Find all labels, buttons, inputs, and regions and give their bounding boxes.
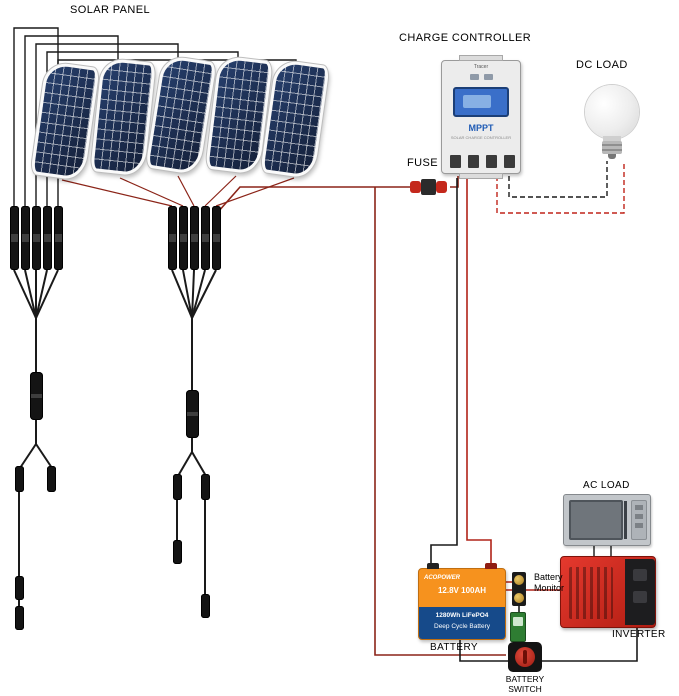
mc4-connector bbox=[47, 466, 56, 492]
mc4-connector bbox=[179, 206, 188, 270]
battery-monitor-display bbox=[510, 612, 526, 642]
switch-knob bbox=[515, 647, 535, 667]
microwave-handle bbox=[624, 501, 627, 539]
battery-chem-text: 1280Wh LiFePO4 bbox=[435, 612, 489, 619]
inverter-outlet bbox=[633, 569, 647, 581]
fuse bbox=[410, 178, 454, 196]
mc4-connector bbox=[15, 466, 24, 492]
battery-monitor-shunt bbox=[512, 572, 526, 606]
inverter-vents bbox=[569, 567, 613, 619]
inverter-label: INVERTER bbox=[612, 629, 666, 640]
bulb-contact-tip bbox=[608, 154, 616, 159]
battery-type-text: Deep Cycle Battery bbox=[434, 623, 490, 630]
panel-output-wires bbox=[61, 175, 295, 207]
battery: ACOPOWER 12.8V 100AH 1280Wh LiFePO4 Deep… bbox=[418, 563, 506, 640]
dc-load-bulb bbox=[585, 85, 639, 163]
battery-spec-text: 12.8V 100AH bbox=[437, 586, 487, 595]
battery-switch bbox=[508, 642, 542, 672]
inverter-outlet bbox=[633, 591, 647, 603]
battery-blue-band: 1280Wh LiFePO4 Deep Cycle Battery bbox=[419, 607, 505, 639]
microwave-button bbox=[635, 505, 643, 510]
dc-load-wires bbox=[496, 161, 625, 214]
dc-load-label: DC LOAD bbox=[576, 59, 628, 71]
solar-panel-label: SOLAR PANEL bbox=[70, 4, 151, 16]
mc4-connector bbox=[15, 576, 24, 600]
battery-switch-label-line2: SWITCH bbox=[508, 684, 542, 694]
mc4-connector bbox=[10, 206, 19, 270]
fuse-cap-right bbox=[436, 181, 447, 193]
mc4-connector bbox=[32, 206, 41, 270]
battery-label: BATTERY bbox=[430, 642, 478, 653]
controller-mount-tab-bottom bbox=[459, 173, 503, 179]
battery-monitor-label-line2: Monitor bbox=[534, 583, 565, 593]
y-branch-output-connector bbox=[30, 372, 43, 420]
controller-mppt-text: MPPT bbox=[468, 123, 494, 133]
mc4-connector bbox=[15, 606, 24, 630]
shunt-terminal bbox=[514, 593, 524, 603]
fuse-label: FUSE bbox=[407, 157, 438, 169]
switch-knob-slot bbox=[523, 650, 527, 664]
controller-terminal bbox=[486, 155, 497, 168]
fuse-body bbox=[421, 179, 436, 195]
shunt-terminal bbox=[514, 575, 524, 585]
inverter-ac-wires bbox=[593, 546, 612, 556]
controller-terminal bbox=[450, 155, 461, 168]
mc4-connector bbox=[212, 206, 221, 270]
controller-mount-tab-top bbox=[459, 55, 503, 61]
mc4-connector bbox=[190, 206, 199, 270]
mc4-connector bbox=[201, 594, 210, 618]
ac-load-microwave bbox=[563, 494, 651, 546]
mc4-connector bbox=[173, 540, 182, 564]
charge-controller-label: CHARGE CONTROLLER bbox=[399, 32, 532, 44]
mc4-connector bbox=[201, 474, 210, 500]
charge-controller: Tracer MPPT SOLAR CHARGE CONTROLLER bbox=[441, 55, 521, 179]
bulb-globe bbox=[585, 85, 639, 139]
microwave-control-panel bbox=[631, 500, 647, 540]
controller-battery-wires bbox=[430, 178, 492, 564]
microwave-button bbox=[635, 523, 643, 528]
fuse-cap-left bbox=[410, 181, 421, 193]
y-branch-output-connector bbox=[186, 390, 199, 438]
controller-status-icon bbox=[470, 74, 479, 80]
mc4-connector bbox=[43, 206, 52, 270]
monitor-screen bbox=[513, 617, 523, 626]
left-harness-wires bbox=[13, 269, 59, 608]
mc4-connector bbox=[173, 474, 182, 500]
battery-terminal-negative bbox=[427, 563, 439, 569]
battery-monitor-label-line1: Battery bbox=[534, 572, 563, 582]
inverter-end-cap bbox=[625, 559, 655, 625]
battery-brand-text: ACOPOWER bbox=[424, 575, 460, 581]
mc4-connector bbox=[54, 206, 63, 270]
microwave-door bbox=[569, 500, 623, 540]
microwave-button bbox=[635, 514, 643, 519]
controller-lcd-screen bbox=[453, 87, 509, 117]
controller-terminal bbox=[468, 155, 479, 168]
bulb-neck bbox=[603, 136, 621, 142]
mc4-connector bbox=[168, 206, 177, 270]
mc4-connector bbox=[201, 206, 210, 270]
controller-status-icon bbox=[484, 74, 493, 80]
right-harness-wires bbox=[171, 269, 217, 594]
mc4-connector bbox=[21, 206, 30, 270]
battery-switch-label-line1: BATTERY bbox=[505, 674, 545, 684]
bulb-screw-base bbox=[602, 141, 622, 154]
pv-to-fuse-wires bbox=[217, 176, 506, 656]
controller-lcd-readout bbox=[463, 95, 491, 108]
controller-terminal bbox=[504, 155, 515, 168]
battery-terminal-positive bbox=[485, 563, 497, 569]
controller-brand-text: Tracer bbox=[473, 64, 489, 70]
inverter bbox=[560, 556, 656, 628]
ac-load-label: AC LOAD bbox=[583, 480, 630, 491]
controller-subtitle-text: SOLAR CHARGE CONTROLLER bbox=[450, 135, 512, 140]
